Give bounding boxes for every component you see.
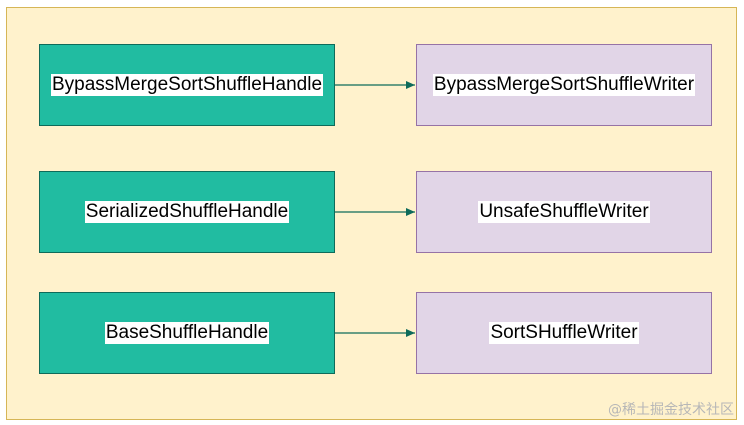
node-bypass-merge-sort-shuffle-writer: BypassMergeSortShuffleWriter — [416, 44, 712, 126]
node-serialized-shuffle-handle: SerializedShuffleHandle — [39, 171, 335, 253]
node-sort-shuffle-writer: SortSHuffleWriter — [416, 292, 712, 374]
node-label: SortSHuffleWriter — [489, 322, 639, 344]
node-label: BypassMergeSortShuffleHandle — [50, 74, 324, 96]
node-unsafe-shuffle-writer: UnsafeShuffleWriter — [416, 171, 712, 253]
node-label: BypassMergeSortShuffleWriter — [432, 74, 696, 96]
watermark: @稀土掘金技术社区 — [608, 402, 734, 418]
node-base-shuffle-handle: BaseShuffleHandle — [39, 292, 335, 374]
node-bypass-merge-sort-shuffle-handle: BypassMergeSortShuffleHandle — [39, 44, 335, 126]
node-label: BaseShuffleHandle — [104, 322, 270, 344]
node-label: SerializedShuffleHandle — [84, 201, 290, 223]
node-label: UnsafeShuffleWriter — [478, 201, 650, 223]
